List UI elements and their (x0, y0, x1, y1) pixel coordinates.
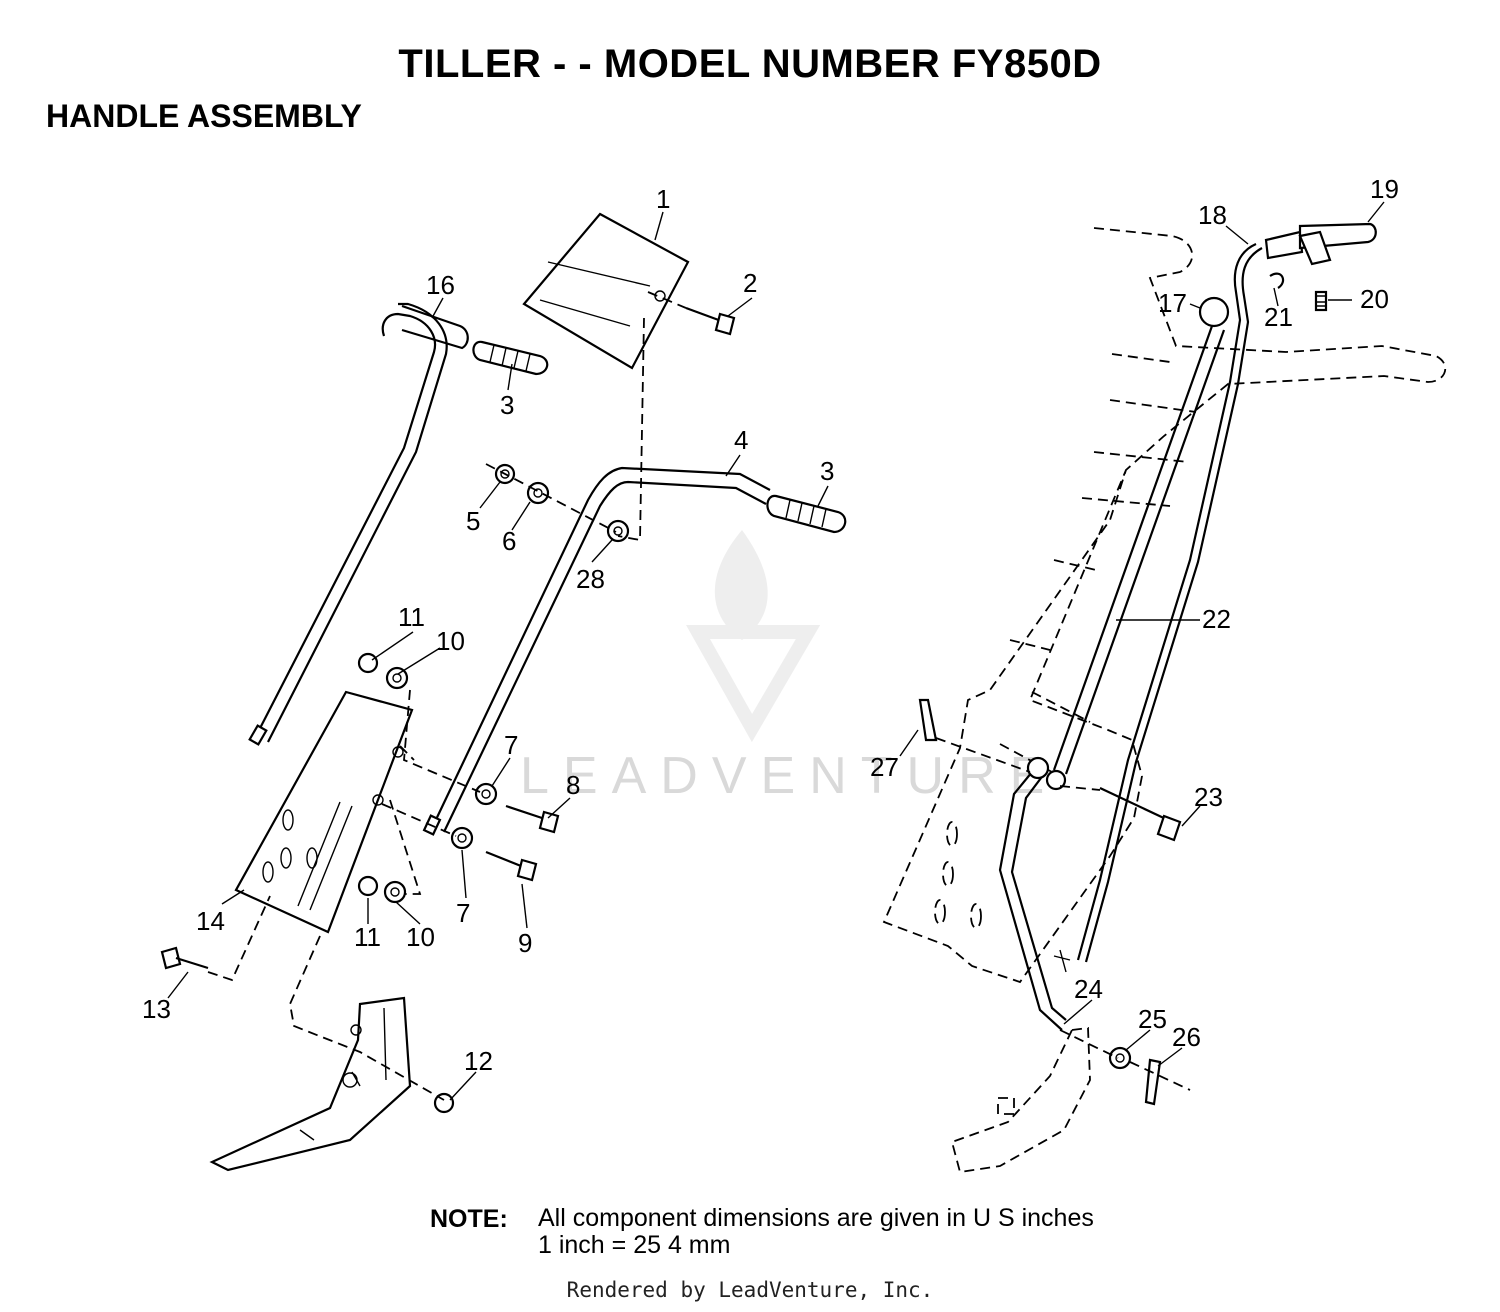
callout-10-bottom: 10 (406, 922, 435, 952)
callout-14: 14 (196, 906, 225, 936)
callout-3-right: 3 (820, 456, 834, 486)
nut-11a-part (357, 652, 379, 674)
clip-21-part (1269, 272, 1285, 289)
pin-26-part (1144, 1058, 1162, 1106)
note-line-2: 1 inch = 25 4 mm (538, 1231, 731, 1259)
callout-5: 5 (466, 506, 480, 536)
dimension-note: NOTE: All component dimensions are given … (430, 1205, 1094, 1259)
callout-7-top: 7 (504, 730, 518, 760)
callout-4: 4 (734, 425, 748, 455)
washer-7b-part (450, 826, 474, 850)
note-label: NOTE: (430, 1205, 508, 1233)
washer-10a-part (385, 666, 409, 690)
callout-3-top: 3 (500, 390, 514, 420)
bolt-2-part (647, 291, 736, 336)
callout-26: 26 (1172, 1022, 1201, 1052)
control-cable-18-part (1053, 242, 1263, 973)
grip-top-part (472, 340, 549, 376)
callout-labels: 1 2 3 3 4 5 6 7 7 8 9 10 10 11 11 12 13 … (142, 174, 1399, 1076)
handle-right-part (422, 466, 771, 836)
bolt-23-part (1099, 787, 1182, 842)
footer-credit: Rendered by LeadVenture, Inc. (566, 1278, 934, 1302)
callout-20: 20 (1360, 284, 1389, 314)
callout-28: 28 (576, 564, 605, 594)
washer-28-part (606, 519, 630, 543)
lever-24-part (998, 756, 1067, 1031)
bolt-13-part (160, 946, 209, 970)
callout-9: 9 (518, 928, 532, 958)
callout-19: 19 (1370, 174, 1399, 204)
nut-12-part (433, 1092, 455, 1114)
grip-right-part (766, 494, 847, 534)
handle-left-part (248, 302, 469, 746)
callout-6: 6 (502, 526, 516, 556)
knob-17-part (1198, 296, 1230, 328)
washer-7a-part (474, 782, 498, 806)
frame-bracket-right-part (950, 1026, 1091, 1174)
spring-20-part (1314, 290, 1328, 312)
section-title: HANDLE ASSEMBLY (46, 98, 362, 134)
page-title: TILLER - - MODEL NUMBER FY850D (398, 42, 1102, 86)
console-panel-part (522, 212, 690, 370)
washer-25-part (1108, 1046, 1132, 1070)
callout-25: 25 (1138, 1004, 1167, 1034)
watermark-logo (686, 530, 821, 743)
callout-23: 23 (1194, 782, 1223, 812)
callout-10-top: 10 (436, 626, 465, 656)
washer-10b-part (383, 880, 407, 904)
callout-12: 12 (464, 1046, 493, 1076)
callout-2: 2 (743, 268, 757, 298)
callout-17: 17 (1158, 288, 1187, 318)
callout-11-top: 11 (398, 602, 425, 632)
throttle-control-19-part (1264, 222, 1377, 266)
callout-1: 1 (656, 184, 670, 214)
callout-21: 21 (1264, 302, 1293, 332)
note-line-1: All component dimensions are given in U … (538, 1204, 1094, 1232)
pin-27-part (918, 698, 938, 742)
nut-11b-part (357, 875, 379, 897)
callout-7-bottom: 7 (456, 898, 470, 928)
callout-27: 27 (870, 752, 899, 782)
callout-11-bottom: 11 (354, 922, 381, 952)
washer-6-part (526, 481, 550, 505)
tiller-outline-part (882, 227, 1447, 984)
callout-24: 24 (1074, 974, 1103, 1004)
leader-lines (167, 201, 1385, 1101)
callout-22: 22 (1202, 604, 1231, 634)
watermark-text: LEADVENTURE (520, 747, 1058, 805)
mounting-plate-part (234, 690, 414, 934)
bolt-8-part (505, 804, 560, 834)
callout-8: 8 (566, 770, 580, 800)
callout-16: 16 (426, 270, 455, 300)
callout-18: 18 (1198, 200, 1227, 230)
callout-13: 13 (142, 994, 171, 1024)
control-rod-22-part (1052, 325, 1226, 775)
frame-bracket-part (209, 996, 412, 1172)
bolt-9-part (485, 850, 538, 882)
